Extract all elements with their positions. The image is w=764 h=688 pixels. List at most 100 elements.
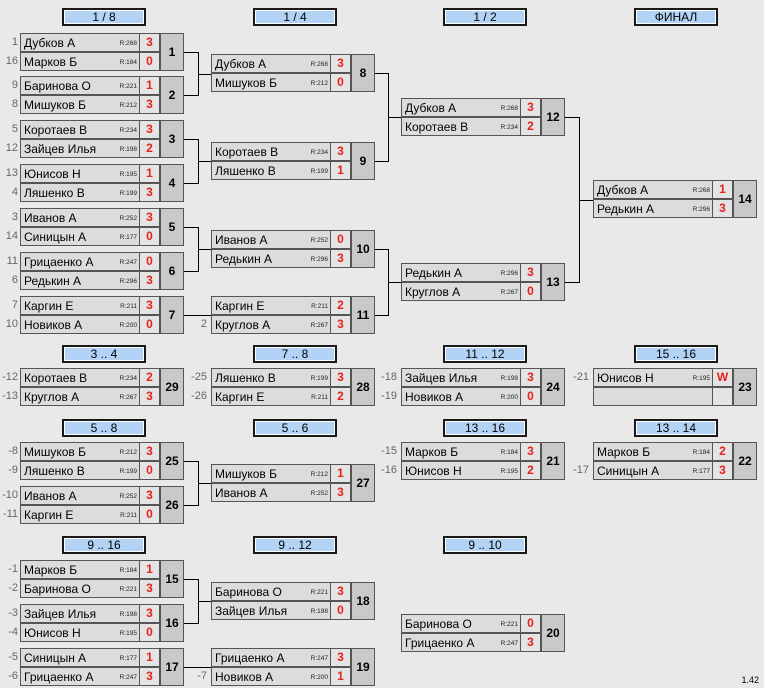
- seed-label: 14: [5, 230, 18, 242]
- player-row[interactable]: [593, 387, 733, 406]
- round-header-p910: 9 .. 10: [443, 536, 527, 554]
- player-rating: R:234: [119, 375, 137, 382]
- player-rating: R:184: [119, 59, 137, 66]
- player-rating: R:221: [310, 589, 328, 596]
- seed-label: -13: [2, 390, 18, 402]
- player-score: 3: [520, 634, 540, 651]
- player-score: 3: [330, 316, 350, 333]
- player-rating: R:212: [119, 449, 137, 456]
- player-rating: R:267: [119, 394, 137, 401]
- player-rating: R:234: [310, 149, 328, 156]
- player-rating: R:199: [310, 168, 328, 175]
- seed-label: 11: [6, 255, 18, 267]
- player-score: 3: [139, 668, 159, 685]
- player-score: 3: [520, 443, 540, 460]
- player-name: Ляшенко В: [24, 464, 85, 478]
- seed-label: -26: [191, 390, 207, 402]
- player-score: 3: [139, 388, 159, 405]
- player-score: 3: [520, 369, 540, 386]
- player-name: Новиков А: [405, 390, 464, 404]
- match-number: 3: [160, 120, 184, 158]
- seed-label: 16: [5, 55, 18, 67]
- bracket-connector: [184, 227, 199, 272]
- seed-label: 10: [5, 318, 18, 330]
- player-rating: R:221: [500, 621, 518, 628]
- player-rating: R:199: [310, 375, 328, 382]
- player-score: 0: [520, 388, 540, 405]
- round-header-r3: 1 / 2: [443, 8, 527, 26]
- player-name: Марков Б: [597, 445, 651, 459]
- seed-label: -12: [2, 371, 18, 383]
- player-name: Круглов А: [405, 285, 461, 299]
- player-score: 3: [139, 487, 159, 504]
- player-rating: R:198: [119, 146, 137, 153]
- player-score: 3: [139, 443, 159, 460]
- player-score: 0: [139, 253, 159, 270]
- round-header-p34: 3 .. 4: [62, 345, 146, 363]
- seed-label: -15: [381, 445, 397, 457]
- player-name: Синицын А: [24, 230, 87, 244]
- player-rating: R:247: [500, 640, 518, 647]
- player-name: Ляшенко В: [24, 186, 85, 200]
- bracket-connector: [198, 249, 211, 250]
- player-rating: R:199: [119, 190, 137, 197]
